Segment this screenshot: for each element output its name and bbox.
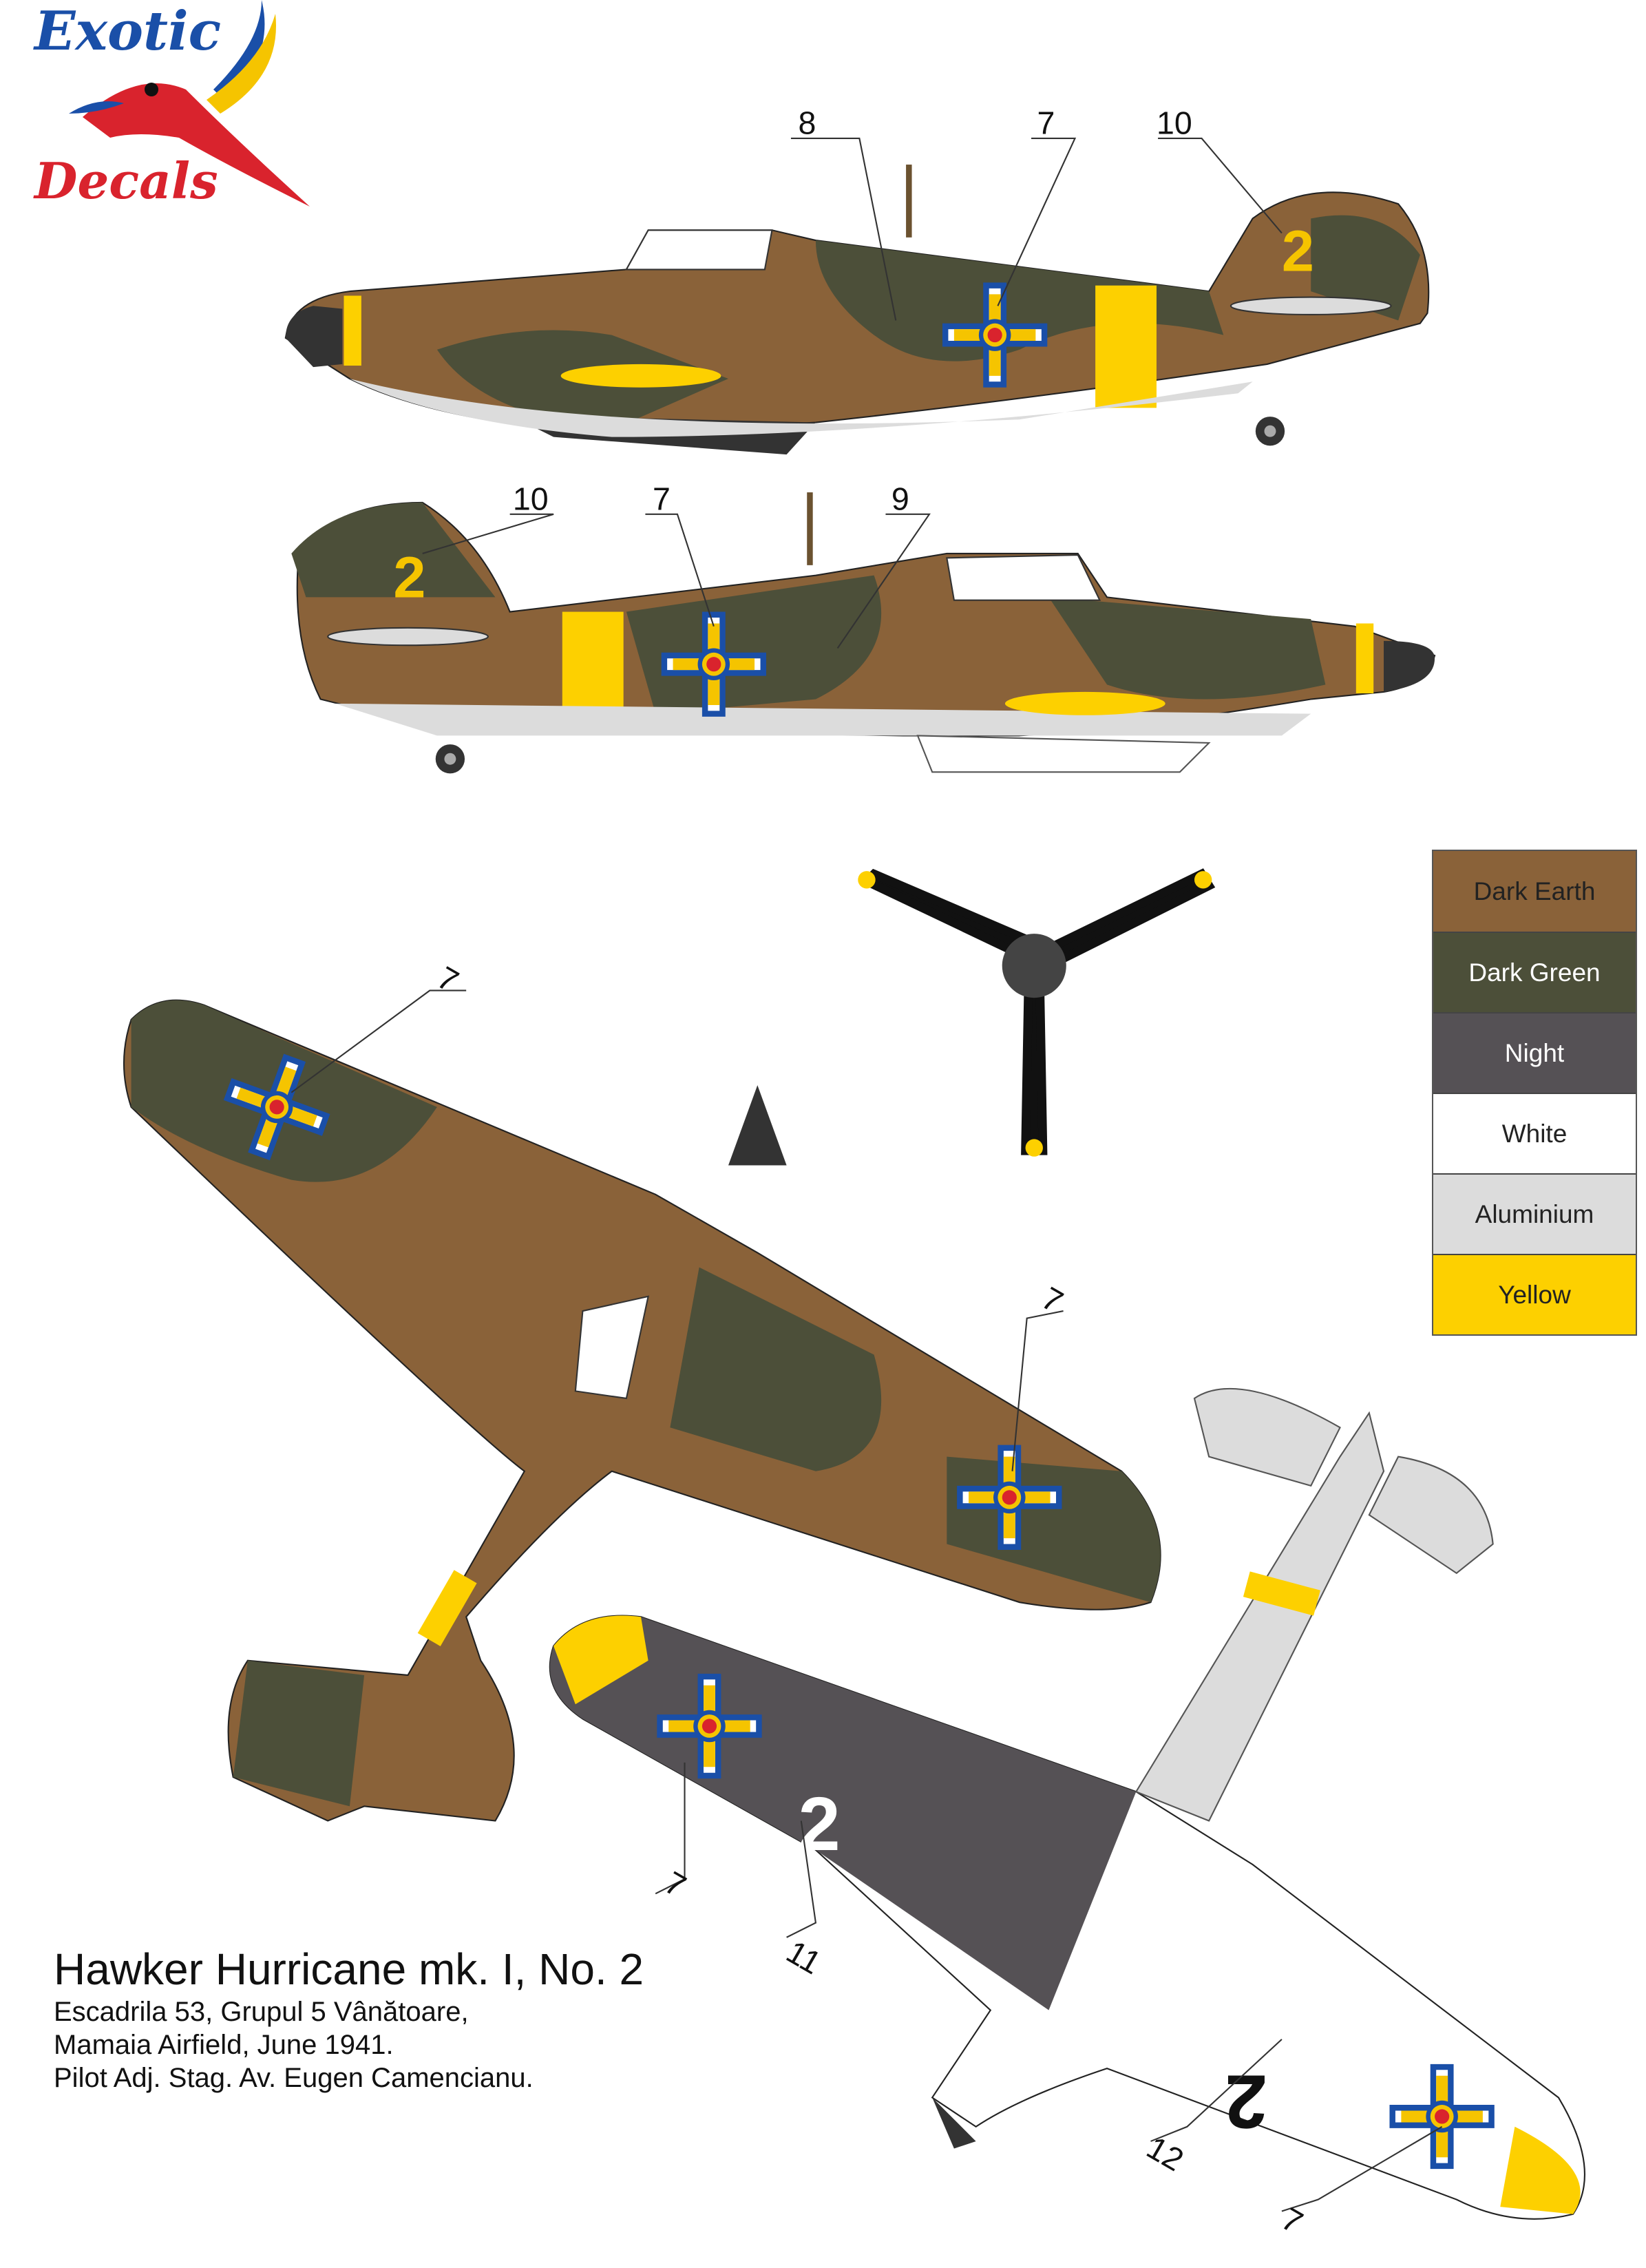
side-profile-left: 2 xyxy=(284,165,1430,455)
caption-unit: Escadrila 53, Grupul 5 Vânătoare, xyxy=(54,1997,469,2027)
callout-7: 7 xyxy=(659,1865,692,1904)
callout-7: 7 xyxy=(1276,2201,1309,2240)
callouts xyxy=(291,137,1443,2212)
callout-10: 10 xyxy=(513,481,549,516)
side-profile-right: 2 xyxy=(291,492,1436,774)
callout-7: 7 xyxy=(653,481,671,516)
color-legend: Dark Earth Dark Green Night White Alumin… xyxy=(1432,850,1637,1336)
legend-dark-earth: Dark Earth xyxy=(1433,851,1636,932)
code-number-bottom-left: 2 xyxy=(799,1782,841,1867)
legend-night: Night xyxy=(1433,1012,1636,1093)
callout-7: 7 xyxy=(1036,1280,1069,1320)
callout-7: 7 xyxy=(1037,105,1055,141)
top-view xyxy=(123,999,1161,1822)
code-number-side-2: 2 xyxy=(393,544,425,609)
callout-9: 9 xyxy=(891,481,909,516)
logo-text-exotic: Exotic xyxy=(34,0,222,63)
bottom-view: 2 2 xyxy=(549,1387,1585,2220)
logo-text-decals: Decals xyxy=(34,151,218,210)
caption-pilot: Pilot Adj. Stag. Av. Eugen Camencianu. xyxy=(54,2063,534,2093)
parrot-icon xyxy=(69,0,310,207)
callout-11: 11 xyxy=(781,1933,827,1981)
propeller xyxy=(858,868,1216,1157)
legend-aluminium: Aluminium xyxy=(1433,1173,1636,1254)
caption-title: Hawker Hurricane mk. I, No. 2 xyxy=(54,1944,644,1994)
code-number-bottom-right: 2 xyxy=(1225,2059,1267,2144)
legend-yellow: Yellow xyxy=(1433,1254,1636,1334)
caption-location-date: Mamaia Airfield, June 1941. xyxy=(54,2030,394,2060)
caption: Hawker Hurricane mk. I, No. 2 Escadrila … xyxy=(54,1943,644,2094)
callout-7: 7 xyxy=(432,959,465,999)
callout-10: 10 xyxy=(1157,105,1192,141)
code-number-side-1: 2 xyxy=(1282,218,1314,284)
callout-8: 8 xyxy=(799,105,816,141)
exotic-decals-logo: Exotic Decals xyxy=(28,0,310,213)
legend-white: White xyxy=(1433,1093,1636,1173)
callout-12: 12 xyxy=(1141,2129,1190,2178)
legend-dark-green: Dark Green xyxy=(1433,932,1636,1012)
